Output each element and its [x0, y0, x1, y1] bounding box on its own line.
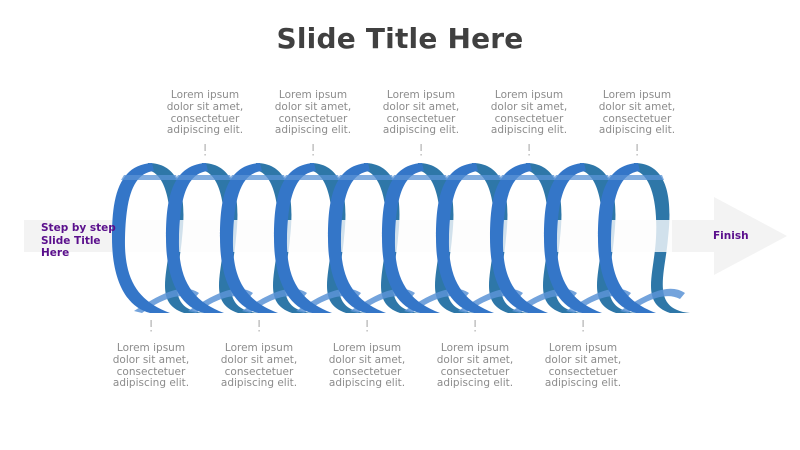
step-label-bottom-1: Lorem ipsum dolor sit amet, consectetuer… — [96, 342, 206, 390]
step-text-line: Lorem ipsum — [224, 342, 294, 354]
step-text-line: consectetuer — [116, 365, 186, 378]
step-text-line: Lorem ipsum — [494, 89, 564, 101]
step-text-line: dolor sit amet, — [436, 353, 514, 366]
step-text-line: adipiscing elit. — [274, 124, 352, 137]
connector-dot — [258, 330, 260, 332]
start-label: Step by step Slide Title Here — [41, 222, 116, 260]
coil-strand — [490, 163, 548, 313]
step-text-line: adipiscing elit. — [328, 377, 406, 390]
connector-line — [150, 320, 152, 327]
step-text-line: consectetuer — [602, 112, 672, 125]
start-label-line: Slide Title — [41, 234, 101, 247]
step-text-line: consectetuer — [224, 365, 294, 378]
coil-strand — [544, 163, 602, 313]
step-label-bottom-2: Lorem ipsum dolor sit amet, consectetuer… — [204, 342, 314, 390]
step-text-line: dolor sit amet, — [382, 100, 460, 113]
step-text-line: dolor sit amet, — [328, 353, 406, 366]
connector-line — [474, 320, 476, 327]
step-label-top-1: Lorem ipsum dolor sit amet, consectetuer… — [150, 89, 260, 137]
step-text-line: dolor sit amet, — [112, 353, 190, 366]
step-text-line: adipiscing elit. — [382, 124, 460, 137]
coil-strand — [391, 175, 448, 180]
coil-front-strands — [112, 163, 664, 313]
step-label-top-4: Lorem ipsum dolor sit amet, consectetuer… — [474, 89, 584, 137]
step-text-line: dolor sit amet, — [544, 353, 622, 366]
coil-strand — [229, 175, 286, 180]
coil-strand — [607, 175, 664, 180]
connector-dot — [636, 154, 638, 156]
step-label-bottom-4: Lorem ipsum dolor sit amet, consectetuer… — [420, 342, 530, 390]
step-text-line: dolor sit amet, — [220, 353, 298, 366]
step-text-line: dolor sit amet, — [598, 100, 676, 113]
step-text-line: Lorem ipsum — [386, 89, 456, 101]
step-text-line: Lorem ipsum — [602, 89, 672, 101]
connector-dot — [150, 330, 152, 332]
start-label-line: Step by step — [41, 222, 116, 234]
step-text-line: Lorem ipsum — [116, 342, 186, 354]
coil-strand — [553, 175, 610, 180]
step-text-line: consectetuer — [548, 365, 618, 378]
step-text-line: consectetuer — [494, 112, 564, 125]
step-text-line: adipiscing elit. — [490, 124, 568, 137]
step-text-line: consectetuer — [278, 112, 348, 125]
coil-strand — [382, 163, 440, 313]
connector-dot — [582, 330, 584, 332]
connector-line — [636, 144, 638, 151]
coil-strand — [112, 163, 170, 313]
step-text-line: adipiscing elit. — [112, 377, 190, 390]
step-text-line: consectetuer — [440, 365, 510, 378]
coil-strand — [499, 175, 556, 180]
step-text-line: consectetuer — [170, 112, 240, 125]
coil-strand — [283, 175, 340, 180]
start-label-line: Here — [41, 247, 70, 259]
coil-strand — [274, 163, 332, 313]
connector-line — [312, 144, 314, 151]
connector-dot — [420, 154, 422, 156]
coil-strand — [337, 175, 394, 180]
step-text-line: dolor sit amet, — [490, 100, 568, 113]
slide-title: Slide Title Here — [276, 22, 524, 55]
coil-strand — [598, 163, 656, 313]
connector-marks — [150, 144, 638, 332]
step-text-line: adipiscing elit. — [220, 377, 298, 390]
step-text-line: adipiscing elit. — [166, 124, 244, 137]
coil-strand — [436, 163, 494, 313]
connector-dot — [312, 154, 314, 156]
step-label-top-5: Lorem ipsum dolor sit amet, consectetuer… — [582, 89, 692, 137]
coil-strand — [220, 163, 278, 313]
connector-dot — [528, 154, 530, 156]
step-text-line: Lorem ipsum — [170, 89, 240, 101]
step-label-bottom-5: Lorem ipsum dolor sit amet, consectetuer… — [528, 342, 638, 390]
connector-line — [366, 320, 368, 327]
step-text-line: adipiscing elit. — [544, 377, 622, 390]
coil-strand — [175, 175, 232, 180]
connector-line — [582, 320, 584, 327]
coil-strand — [121, 175, 178, 180]
connector-line — [204, 144, 206, 151]
step-text-line: Lorem ipsum — [332, 342, 402, 354]
connector-line — [258, 320, 260, 327]
finish-label: Finish — [713, 230, 749, 242]
step-text-line: Lorem ipsum — [440, 342, 510, 354]
step-text-line: consectetuer — [386, 112, 456, 125]
connector-line — [420, 144, 422, 151]
step-text-line: adipiscing elit. — [598, 124, 676, 137]
connector-line — [528, 144, 530, 151]
step-text-line: Lorem ipsum — [278, 89, 348, 101]
step-label-bottom-3: Lorem ipsum dolor sit amet, consectetuer… — [312, 342, 422, 390]
step-label-top-2: Lorem ipsum dolor sit amet, consectetuer… — [258, 89, 368, 137]
coil-strand — [328, 163, 386, 313]
coil-strand — [166, 163, 224, 313]
step-text-line: dolor sit amet, — [166, 100, 244, 113]
coil-strand — [445, 175, 502, 180]
connector-dot — [366, 330, 368, 332]
connector-dot — [474, 330, 476, 332]
step-label-top-3: Lorem ipsum dolor sit amet, consectetuer… — [366, 89, 476, 137]
step-text-line: Lorem ipsum — [548, 342, 618, 354]
connector-dot — [204, 154, 206, 156]
step-text-line: dolor sit amet, — [274, 100, 352, 113]
step-text-line: adipiscing elit. — [436, 377, 514, 390]
step-text-line: consectetuer — [332, 365, 402, 378]
